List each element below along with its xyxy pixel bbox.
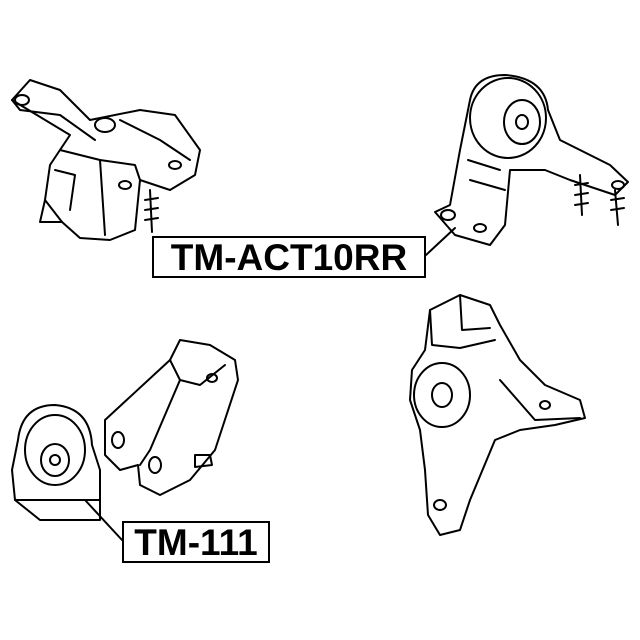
engine-mount-bottom-right bbox=[409, 294, 586, 536]
part-number-label-upper: TM-ACT10RR bbox=[152, 236, 426, 278]
engine-mount-top-right bbox=[434, 74, 629, 246]
engine-mount-top-left bbox=[11, 79, 201, 241]
leader-line-upper bbox=[425, 227, 456, 256]
part-number-label-lower: TM-111 bbox=[122, 521, 270, 563]
bracket-bottom-center bbox=[104, 339, 239, 496]
leader-line-lower bbox=[84, 499, 123, 541]
